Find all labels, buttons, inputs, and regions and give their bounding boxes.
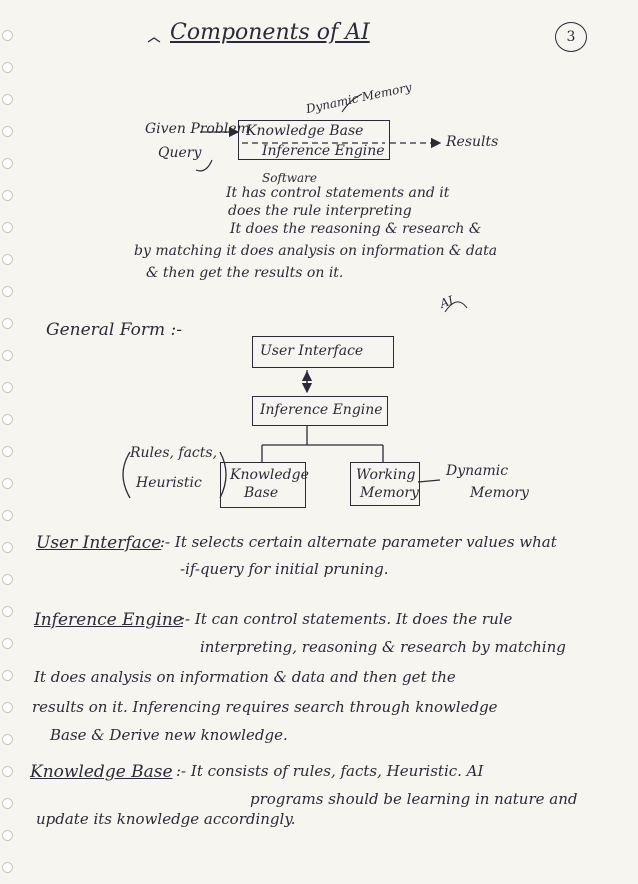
binder-hole: [2, 30, 13, 41]
given-problem-label: Given Problem: [145, 121, 250, 137]
binder-hole: [2, 638, 13, 649]
user-interface-box: [252, 336, 394, 368]
binder-hole: [2, 350, 13, 361]
binder-holes: [2, 0, 16, 884]
software-note: It has control statements and it: [226, 185, 450, 201]
binder-hole: [2, 318, 13, 329]
binder-hole: [2, 702, 13, 713]
working-memory-box-label: Working: [356, 467, 416, 483]
binder-hole: [2, 222, 13, 233]
page-number: 3: [555, 22, 587, 52]
binder-hole: [2, 798, 13, 809]
binder-hole: [2, 382, 13, 393]
binder-hole: [2, 446, 13, 457]
ie-section-text: It does analysis on information & data a…: [34, 668, 456, 686]
software-note: & then get the results on it.: [146, 265, 344, 281]
inference-engine-label: Inference Engine: [262, 143, 385, 159]
binder-hole: [2, 670, 13, 681]
rules-facts-label: Rules, facts,: [130, 445, 218, 461]
general-form-heading: General Form :-: [46, 320, 182, 340]
knowledge-base-box: [220, 462, 306, 508]
binder-hole: [2, 606, 13, 617]
inference-engine-box-label: Inference Engine: [260, 402, 383, 418]
binder-hole: [2, 126, 13, 137]
binder-hole: [2, 94, 13, 105]
binder-hole: [2, 62, 13, 73]
heuristic-label: Heuristic: [136, 475, 202, 491]
binder-hole: [2, 254, 13, 265]
knowledge-base-label: Knowledge Base: [246, 123, 364, 139]
binder-hole: [2, 510, 13, 521]
query-label: Query: [158, 145, 202, 161]
dynamic-memory-side-label: Memory: [470, 485, 529, 501]
binder-hole: [2, 862, 13, 873]
kb-section-heading: Knowledge Base: [30, 762, 173, 782]
user-interface-box-label: User Interface: [260, 343, 364, 359]
binder-hole: [2, 286, 13, 297]
binder-hole: [2, 830, 13, 841]
binder-hole: [2, 766, 13, 777]
kb-ie-box: [238, 120, 390, 160]
binder-hole: [2, 734, 13, 745]
kb-section-text: :- It consists of rules, facts, Heuristi…: [176, 762, 484, 780]
ie-section-text: results on it. Inferencing requires sear…: [32, 698, 498, 716]
software-note: does the rule interpreting: [228, 203, 412, 219]
ui-section-heading: User Interface: [36, 533, 162, 553]
kb-section-text: programs should be learning in nature an…: [250, 790, 578, 808]
ie-section-text: Base & Derive new knowledge.: [50, 726, 288, 744]
knowledge-base-box-label: Base: [244, 485, 279, 501]
software-label: Software: [262, 171, 317, 185]
software-note: It does the reasoning & research &: [230, 221, 482, 237]
binder-hole: [2, 478, 13, 489]
inference-engine-box: [252, 396, 388, 426]
binder-hole: [2, 158, 13, 169]
ie-section-text: interpreting, reasoning & research by ma…: [200, 638, 566, 656]
software-note: by matching it does analysis on informat…: [134, 243, 498, 259]
ie-section-text: :- It can control statements. It does th…: [180, 610, 513, 628]
working-memory-box-label: Memory: [360, 485, 419, 501]
working-memory-box: [350, 462, 420, 506]
ie-section-heading: Inference Engine: [34, 610, 183, 630]
binder-hole: [2, 190, 13, 201]
ui-section-text: -if-query for initial pruning.: [180, 560, 389, 578]
results-label: Results: [446, 134, 499, 150]
ui-section-text: :- It selects certain alternate paramete…: [160, 533, 557, 551]
binder-hole: [2, 574, 13, 585]
knowledge-base-box-label: Knowledge: [230, 467, 309, 483]
kb-section-text: update its knowledge accordingly.: [36, 810, 296, 828]
binder-hole: [2, 414, 13, 425]
binder-hole: [2, 542, 13, 553]
page-title: Components of AI: [170, 20, 370, 45]
dynamic-memory-side-label: Dynamic: [446, 463, 509, 479]
